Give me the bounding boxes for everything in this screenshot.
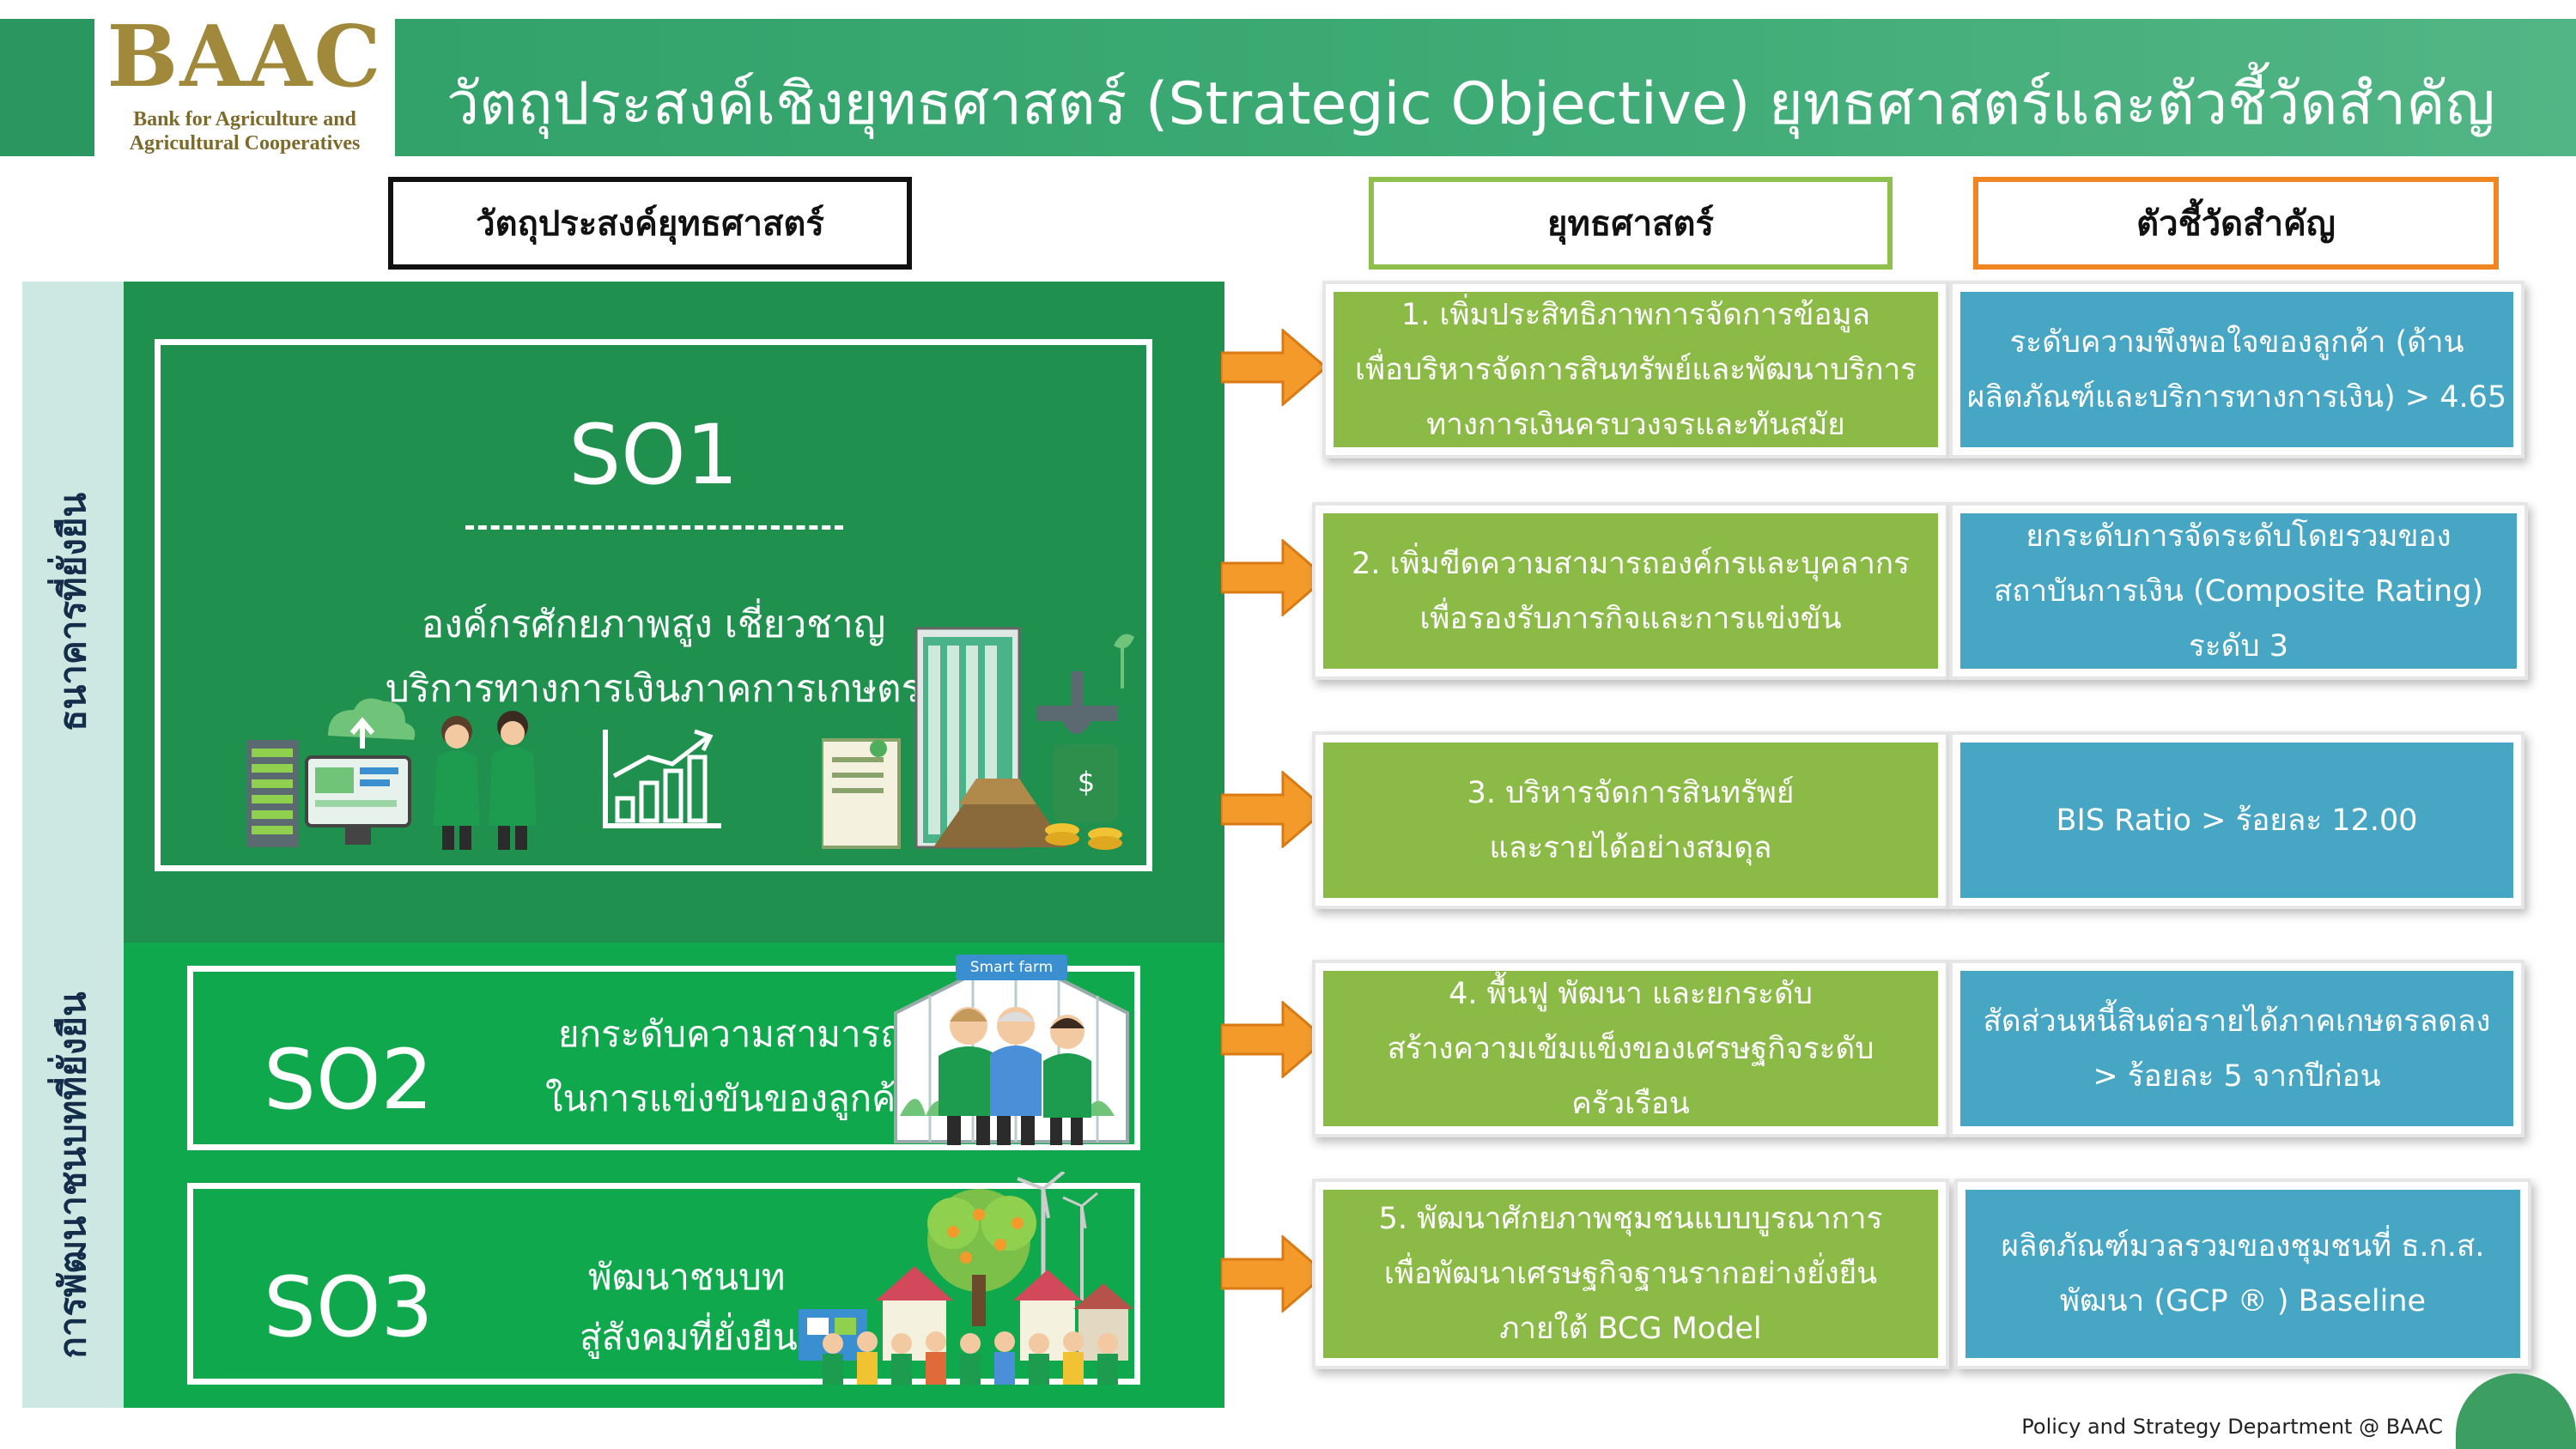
kpi-1-line-2: ผลิตภัณฑ์และบริการทางการเงิน) > 4.65 (1966, 379, 2507, 415)
so1-description-line2: บริการทางการเงินภาคการเกษตร (385, 667, 922, 711)
side-label-sustainable-bank: ธนาคารที่ยั่งยืน (52, 492, 94, 732)
strategy-4-line-1: 4. พื้นฟู พัฒนา และยกระดับ (1449, 976, 1813, 1011)
strategy-2-line-2: เพื่อรองรับภารกิจและการแข่งขัน (1419, 601, 1842, 636)
bank-building-illustration: $ (822, 627, 1134, 850)
strategy-card-5-text: 5. พัฒนาศักยภาพชุมชนแบบบูรณาการ เพื่อพัฒ… (1323, 1190, 1938, 1358)
strategy-card-1-text: 1. เพิ่มประสิทธิภาพการจัดการข้อมูล เพื่อ… (1334, 292, 1938, 447)
page-title: วัตถุประสงค์เชิงยุทธศาสตร์ (Strategic Ob… (447, 70, 2495, 138)
so2-description-line1: ยกระดับความสามารถ (558, 1013, 902, 1055)
smart-farm-illustration: Smart farm (887, 953, 1136, 1146)
kpi-2-line-3: ระดับ 3 (2189, 628, 2288, 664)
community-illustration (799, 1172, 1133, 1385)
strategy-1-line-2: เพื่อบริหารจัดการสินทรัพย์และพัฒนาบริการ (1355, 352, 1917, 387)
strategy-card-1: 1. เพิ่มประสิทธิภาพการจัดการข้อมูล เพื่อ… (1322, 281, 1949, 458)
kpi-card-3-text: BIS Ratio > ร้อยละ 12.00 (1960, 743, 2513, 898)
so3-label: SO3 (264, 1259, 434, 1355)
kpi-card-1: ระดับความพึงพอใจของลูกค้า (ด้าน ผลิตภัณฑ… (1949, 281, 2524, 458)
kpi-2-line-2: สถาบันการเงิน (Composite Rating) (1993, 573, 2484, 609)
kpi-card-2: ยกระดับการจัดระดับโดยรวมของ สถาบันการเงิ… (1949, 502, 2528, 680)
strategy-5-line-1: 5. พัฒนาศักยภาพชุมชนแบบบูรณาการ (1378, 1202, 1883, 1236)
svg-text:$: $ (1078, 766, 1095, 798)
so2-label: SO2 (264, 1032, 434, 1128)
so1-divider (465, 525, 843, 530)
column-header-strategy: ยุทธศาสตร์ (1369, 177, 1893, 270)
so2-box: SO2 ยกระดับความสามารถ ในการแข่งขันของลูก… (187, 955, 1140, 1150)
strategy-1-line-3: ทางการเงินครบวงจรและทันสมัย (1426, 407, 1845, 442)
arrow-strategy-2 (1221, 539, 1328, 616)
strategy-card-4-text: 4. พื้นฟู พัฒนา และยกระดับ สร้างความเข้ม… (1323, 971, 1938, 1126)
kpi-1-line-1: ระดับความพึงพอใจของลูกค้า (ด้าน (2009, 324, 2464, 360)
strategy-5-line-2: เพื่อพัฒนาเศรษฐกิจฐานรากอย่างยั่งยืน (1383, 1257, 1878, 1291)
column-header-objective: วัตถุประสงค์ยุทธศาสตร์ (388, 177, 912, 270)
side-label-rural-development: การพัฒนาชนบทที่ยั่งยืน (52, 991, 94, 1359)
header-bar (0, 19, 2576, 156)
data-team-illustration (246, 698, 537, 850)
strategy-1-line-1: 1. เพิ่มประสิทธิภาพการจัดการข้อมูล (1400, 297, 1871, 332)
arrow-strategy-5 (1221, 1235, 1328, 1313)
strategy-3-line-2: และรายได้อย่างสมดุล (1489, 830, 1772, 865)
so1-description-line1: องค์กรศักยภาพสูง เชี่ยวชาญ (421, 603, 886, 646)
so1-label: SO1 (568, 407, 738, 503)
kpi-card-5-text: ผลิตภัณฑ์มวลรวมของชุมชนที่ ธ.ก.ส. พัฒนา … (1965, 1190, 2520, 1358)
strategy-5-line-3: ภายใต้ BCG Model (1499, 1312, 1762, 1346)
growth-chart-icon (603, 729, 721, 828)
strategy-card-2: 2. เพิ่มขีดความสามารถองค์กรและบุคลากร เพ… (1312, 502, 1949, 680)
baac-logo: BAAC Bank for Agriculture and Agricultur… (94, 0, 395, 163)
kpi-card-5: ผลิตภัณฑ์มวลรวมของชุมชนที่ ธ.ก.ส. พัฒนา … (1954, 1179, 2531, 1369)
column-header-kpi: ตัวชี้วัดสำคัญ (1973, 177, 2499, 270)
arrow-strategy-4 (1221, 1001, 1328, 1078)
strategy-card-4: 4. พื้นฟู พัฒนา และยกระดับ สร้างความเข้ม… (1312, 960, 1949, 1137)
strategy-card-5: 5. พัฒนาศักยภาพชุมชนแบบบูรณาการ เพื่อพัฒ… (1312, 1179, 1949, 1369)
strategy-card-2-text: 2. เพิ่มขีดความสามารถองค์กรและบุคลากร เพ… (1323, 513, 1938, 669)
strategy-card-3: 3. บริหารจัดการสินทรัพย์ และรายได้อย่างส… (1312, 731, 1949, 909)
arrow-strategy-1 (1221, 329, 1328, 406)
side-band-rural-development: การพัฒนาชนบทที่ยั่งยืน (22, 943, 124, 1408)
arrow-strategy-3 (1221, 771, 1328, 848)
kpi-card-2-text: ยกระดับการจัดระดับโดยรวมของ สถาบันการเงิ… (1960, 513, 2517, 669)
strategy-4-line-3: ครัวเรือน (1571, 1086, 1690, 1121)
strategy-2-line-1: 2. เพิ่มขีดความสามารถองค์กรและบุคลากร (1352, 546, 1910, 581)
logo-subtitle-line2: Agricultural Cooperatives (129, 131, 361, 155)
kpi-5-line-1: ผลิตภัณฑ์มวลรวมของชุมชนที่ ธ.ก.ส. (2001, 1229, 2485, 1264)
logo-subtitle-line1: Bank for Agriculture and (133, 108, 356, 130)
kpi-4-line-1: สัดส่วนหนี้สินต่อรายได้ภาคเกษตรลดลง (1983, 1003, 2491, 1039)
so3-box: SO3 พัฒนาชนบท สู่สังคมที่ยั่งยืน (187, 1172, 1140, 1385)
kpi-3-line-1: BIS Ratio > ร้อยละ 12.00 (2056, 803, 2418, 838)
so1-box: SO1 องค์กรศักยภาพสูง เชี่ยวชาญ บริการทาง… (155, 339, 1152, 871)
side-band-sustainable-bank: ธนาคารที่ยั่งยืน (22, 282, 124, 943)
strategy-4-line-2: สร้างความเข้มแข็งของเศรษฐกิจระดับ (1387, 1031, 1874, 1066)
kpi-card-3: BIS Ratio > ร้อยละ 12.00 (1949, 731, 2524, 909)
kpi-card-4: สัดส่วนหนี้สินต่อรายได้ภาคเกษตรลดลง > ร้… (1949, 960, 2524, 1137)
footer-corner-decoration (2456, 1373, 2576, 1449)
strategy-card-3-text: 3. บริหารจัดการสินทรัพย์ และรายได้อย่างส… (1323, 743, 1938, 898)
kpi-card-4-text: สัดส่วนหนี้สินต่อรายได้ภาคเกษตรลดลง > ร้… (1960, 971, 2513, 1126)
strategy-3-line-1: 3. บริหารจัดการสินทรัพย์ (1467, 775, 1795, 810)
footer-credit: Policy and Strategy Department @ BAAC (2021, 1415, 2443, 1439)
so3-description-line1: พัฒนาชนบท (588, 1256, 786, 1298)
kpi-card-1-text: ระดับความพึงพอใจของลูกค้า (ด้าน ผลิตภัณฑ… (1960, 292, 2513, 447)
kpi-2-line-1: ยกระดับการจัดระดับโดยรวมของ (2026, 518, 2451, 554)
smart-farm-badge: Smart farm (969, 959, 1054, 976)
logo-subtitle: Bank for Agriculture and Agricultural Co… (130, 108, 361, 155)
kpi-4-line-2: > ร้อยละ 5 จากปีก่อน (2093, 1058, 2381, 1094)
so3-description-line2: สู่สังคมที่ยั่งยืน (580, 1316, 798, 1358)
logo-mark: BAAC (106, 8, 383, 106)
so2-description-line2: ในการแข่งขันของลูกค้า (545, 1077, 916, 1119)
kpi-5-line-2: พัฒนา (GCP ® ) Baseline (2059, 1284, 2427, 1319)
